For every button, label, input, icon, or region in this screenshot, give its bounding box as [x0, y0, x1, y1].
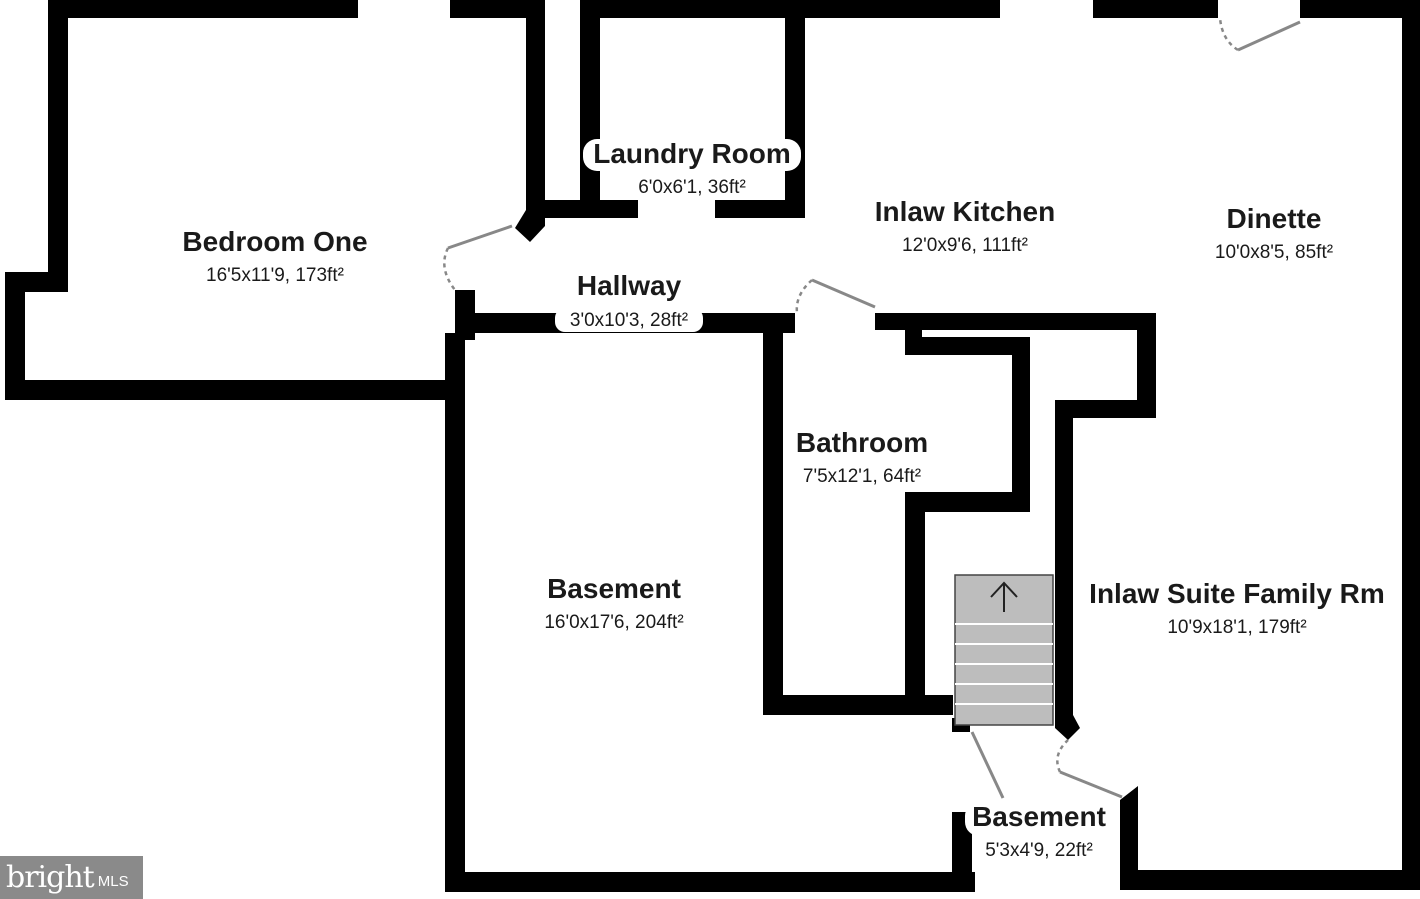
walls: [5, 0, 1420, 892]
wall: [526, 0, 545, 222]
room-dims-basement-small: 5'3x4'9, 22ft²: [985, 840, 1093, 861]
room-dims-family-rm: 10'9x18'1, 179ft²: [1167, 617, 1306, 638]
wall: [1093, 0, 1218, 18]
door-swing: [1059, 770, 1123, 799]
room-name-basement-small: Basement: [972, 801, 1106, 832]
wall: [455, 290, 475, 310]
wall: [450, 0, 545, 18]
wall: [445, 333, 465, 891]
door-swing: [811, 278, 876, 309]
wall: [5, 380, 465, 400]
door-swing: [1237, 20, 1301, 52]
room-dims-dinette: 10'0x8'5, 85ft²: [1215, 242, 1333, 263]
room-name-laundry: Laundry Room: [593, 138, 791, 169]
wall: [1300, 0, 1420, 18]
wall: [905, 337, 1030, 355]
wall: [48, 0, 358, 18]
door-arc: [795, 279, 813, 314]
wall: [545, 200, 638, 218]
room-name-basement-main: Basement: [547, 573, 681, 604]
wall: [515, 210, 545, 242]
room-dims-laundry: 6'0x6'1, 36ft²: [638, 177, 746, 198]
stair-up-arrow-icon: [990, 581, 1018, 612]
wall: [715, 200, 805, 218]
wall: [1120, 870, 1420, 890]
wall: [1120, 786, 1138, 890]
wall: [905, 492, 925, 702]
watermark-suffix: MLS: [97, 873, 129, 890]
door-arc: [1218, 17, 1239, 52]
door-swing: [447, 224, 513, 250]
door-arc: [1056, 739, 1069, 773]
wall: [952, 812, 972, 892]
wall: [785, 0, 805, 218]
door-arc: [443, 247, 456, 291]
room-name-inlaw-kitchen: Inlaw Kitchen: [875, 196, 1055, 227]
wall: [445, 872, 975, 892]
wall: [48, 0, 68, 290]
wall: [580, 0, 600, 218]
wall: [5, 272, 25, 399]
room-name-hallway: Hallway: [577, 270, 682, 301]
wall: [875, 313, 1155, 330]
room-dims-bedroom-one: 16'5x11'9, 173ft²: [206, 265, 344, 286]
bright-mls-watermark: bright MLS: [0, 856, 143, 899]
room-dims-bathroom: 7'5x12'1, 64ft²: [803, 466, 921, 487]
wall: [1402, 0, 1420, 890]
room-dims-hallway: 3'0x10'3, 28ft²: [570, 310, 688, 331]
room-name-bathroom: Bathroom: [796, 427, 928, 458]
room-labels: Bedroom One 16'5x11'9, 173ft² Laundry Ro…: [182, 138, 1384, 861]
room-name-dinette: Dinette: [1227, 203, 1322, 234]
wall: [1055, 400, 1156, 418]
room-name-family-rm: Inlaw Suite Family Rm: [1089, 578, 1385, 609]
wall: [1055, 400, 1073, 725]
wall: [1055, 715, 1080, 740]
wall: [1137, 313, 1156, 418]
room-name-bedroom-one: Bedroom One: [182, 226, 367, 257]
wall: [905, 492, 1030, 512]
door-swing: [970, 731, 1005, 799]
wall: [763, 313, 783, 713]
room-dims-basement-main: 16'0x17'6, 204ft²: [544, 612, 683, 633]
doors: [443, 17, 1301, 799]
stairs: [954, 574, 1054, 726]
wall: [1012, 337, 1030, 512]
room-dims-inlaw-kitchen: 12'0x9'6, 111ft²: [902, 235, 1028, 256]
watermark-brand: bright: [6, 860, 95, 895]
